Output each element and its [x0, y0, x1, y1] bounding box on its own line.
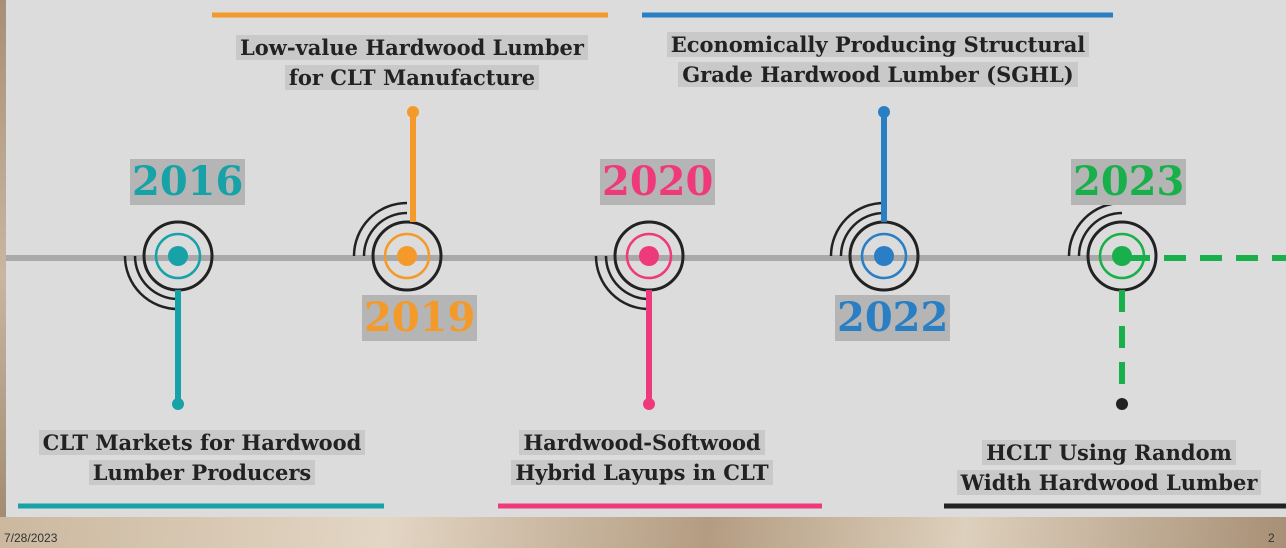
milestone-label-2019-line-2: for CLT Manufacture [284, 65, 540, 90]
year-2019: 2019 [362, 294, 478, 341]
milestone-label-2020: Hardwood-Softwood Hybrid Layups in CLT [494, 428, 790, 488]
milestone-node-2019 [352, 106, 443, 292]
milestone-label-2022-line-2: Grade Hardwood Lumber (SGHL) [678, 62, 1078, 87]
slide-panel: 2016 2019 2020 2022 2023 CLT Markets for… [6, 0, 1286, 517]
wood-border-left [0, 0, 6, 548]
milestone-node-2016 [123, 220, 214, 410]
footer-date: 7/28/2023 [4, 531, 58, 545]
year-2020: 2020 [600, 158, 716, 205]
milestone-label-2020-line-1: Hardwood-Softwood [519, 430, 765, 455]
timeline-diagram [6, 12, 1286, 509]
milestone-label-2016-line-1: CLT Markets for Hardwood [38, 430, 366, 455]
wood-border-bottom [0, 517, 1286, 548]
milestone-node-2022 [829, 106, 920, 292]
milestone-node-2020 [594, 220, 685, 410]
year-2023: 2023 [1071, 158, 1187, 205]
milestone-label-2023: HCLT Using Random Width Hardwood Lumber [936, 438, 1282, 498]
milestone-label-2023-line-2: Width Hardwood Lumber [956, 470, 1262, 495]
milestone-label-2020-line-2: Hybrid Layups in CLT [511, 460, 773, 485]
milestone-label-2016-line-2: Lumber Producers [88, 460, 316, 485]
footer-page-number: 2 [1268, 531, 1275, 545]
milestone-label-2022: Economically Producing Structural Grade … [642, 30, 1114, 90]
milestone-label-2023-line-1: HCLT Using Random [982, 440, 1236, 465]
milestone-label-2019: Low-value Hardwood Lumber for CLT Manufa… [216, 33, 608, 93]
milestone-label-2022-line-1: Economically Producing Structural [666, 32, 1090, 57]
milestone-label-2019-line-1: Low-value Hardwood Lumber [236, 35, 588, 60]
year-2022: 2022 [835, 294, 951, 341]
milestone-label-2016: CLT Markets for Hardwood Lumber Producer… [28, 428, 376, 488]
year-2016: 2016 [130, 158, 246, 205]
milestone-node-2023 [1067, 201, 1286, 410]
